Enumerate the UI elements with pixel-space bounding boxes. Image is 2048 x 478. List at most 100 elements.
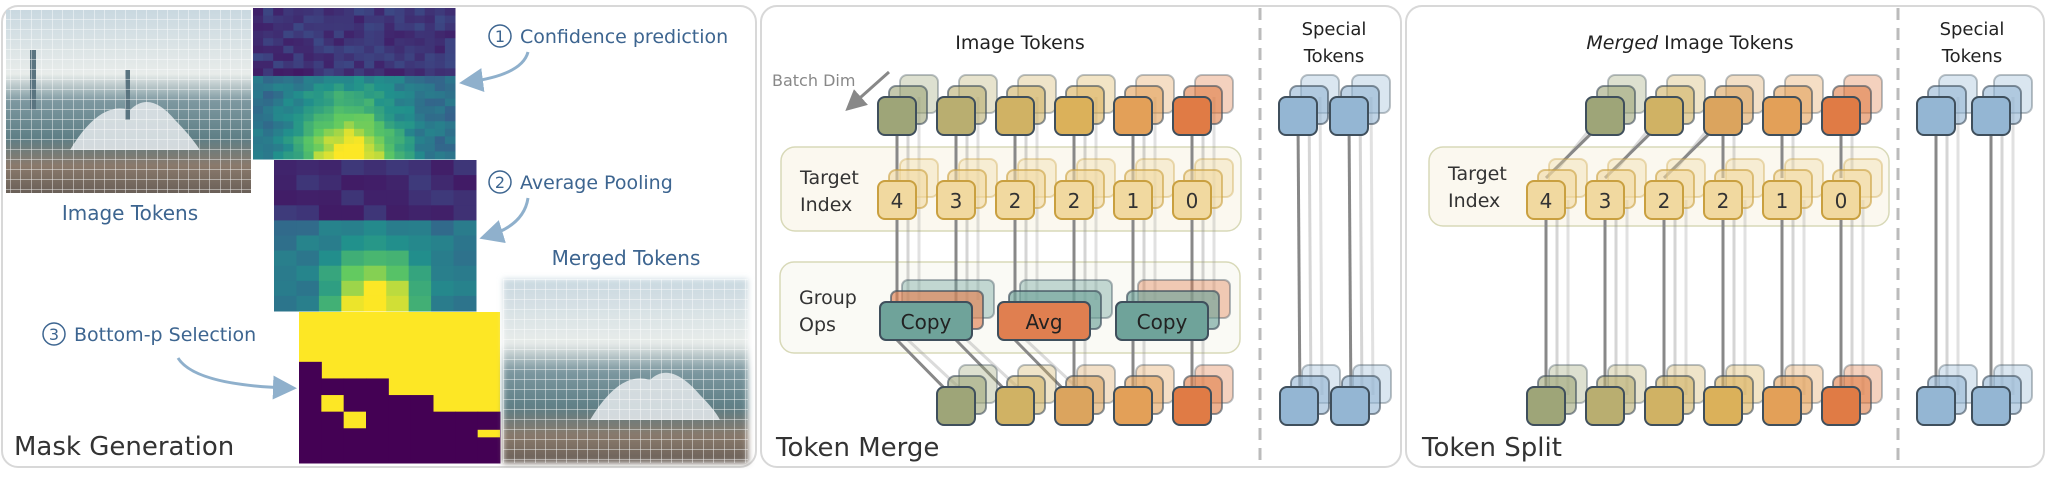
heatmap-cell	[274, 280, 297, 297]
heatmap-cell	[374, 30, 385, 39]
heatmap-cell	[424, 30, 436, 39]
heatmap-cell	[318, 280, 342, 297]
heatmap-cell	[303, 136, 315, 145]
heatmap-cell	[431, 205, 455, 221]
heatmap-cell	[364, 128, 375, 137]
heatmap-cell	[293, 151, 304, 160]
heatmap-cell	[313, 15, 325, 24]
target-index-tile	[1821, 180, 1861, 220]
heatmap-cell	[414, 121, 426, 130]
heatmap-cell	[404, 128, 416, 137]
heatmap-cell	[323, 91, 335, 100]
heatmap-cell	[323, 8, 335, 17]
heatmap-cell	[293, 98, 304, 107]
heatmap-cell	[453, 205, 477, 221]
heatmap-cell	[293, 38, 304, 47]
heatmap-cell	[323, 60, 335, 69]
heatmap-cell	[384, 30, 395, 39]
special-token	[1971, 96, 2011, 136]
heatmap-cell	[414, 45, 426, 54]
target-index-tile-label: 4	[891, 189, 904, 213]
heatmap-cell	[444, 68, 456, 77]
special-token	[1971, 386, 2011, 426]
heatmap-cell	[444, 30, 456, 39]
heatmap-cell	[263, 75, 274, 84]
merged-image-token	[1821, 96, 1861, 136]
heatmap-cell	[424, 53, 436, 62]
heatmap-cell	[444, 128, 456, 137]
heatmap-cell	[386, 220, 410, 236]
heatmap-cell	[343, 128, 355, 137]
heatmap-cell	[408, 295, 432, 312]
target-index-tile	[1762, 180, 1802, 220]
special-tokens-heading: Special	[1302, 19, 1367, 40]
connector-line	[1307, 96, 1313, 401]
heatmap-cell	[333, 128, 345, 137]
image-tokens-heading: Image Tokens	[955, 32, 1085, 54]
heatmap-cell	[263, 121, 274, 130]
heatmap-cell	[313, 23, 325, 32]
heatmap-cell	[354, 121, 365, 130]
special-token	[1329, 96, 1369, 136]
heatmap-cell	[404, 8, 416, 17]
merged-image-token	[1172, 386, 1212, 426]
batch-dim-label: Batch Dim	[772, 71, 855, 90]
heatmap-cell	[364, 91, 375, 100]
heatmap-cell	[408, 190, 432, 206]
mask-selected	[343, 411, 366, 429]
heatmap-cell	[404, 91, 416, 100]
heatmap-cell	[414, 68, 426, 77]
heatmap-cell	[343, 75, 355, 84]
svg-text:Average Pooling: Average Pooling	[520, 172, 673, 194]
heatmap-cell	[386, 190, 410, 206]
heatmap-cell	[341, 190, 365, 206]
heatmap-cell	[253, 121, 264, 130]
heatmap-cell	[354, 98, 365, 107]
heatmap-cell	[431, 295, 455, 312]
svg-text:Confidence prediction: Confidence prediction	[520, 26, 728, 48]
heatmap-cell	[364, 23, 375, 32]
heatmap-cell	[363, 190, 387, 206]
heatmap-cell	[323, 98, 335, 107]
heatmap-cell	[434, 83, 446, 92]
heatmap-cell	[303, 15, 315, 24]
heatmap-cell	[374, 151, 385, 160]
heatmap-cell	[384, 38, 395, 47]
heatmap-cell	[384, 8, 395, 17]
heatmap-cell	[318, 190, 342, 206]
heatmap-cell	[313, 143, 325, 152]
heatmap-cell	[363, 280, 387, 297]
heatmap-cell	[283, 23, 294, 32]
heatmap-cell	[434, 60, 446, 69]
heatmap-cell	[296, 280, 320, 297]
heatmap-cell	[341, 175, 365, 191]
heatmap-cell	[394, 68, 405, 77]
group-op-avg	[997, 301, 1091, 341]
heatmap-cell	[384, 98, 395, 107]
heatmap-cell	[273, 53, 284, 62]
heatmap-cell	[323, 75, 335, 84]
heatmap-cell	[273, 91, 284, 100]
heatmap-cell	[431, 175, 455, 191]
heatmap-cell	[434, 23, 446, 32]
heatmap-cell	[394, 98, 405, 107]
heatmap-cell	[374, 23, 385, 32]
heatmap-cell	[404, 60, 416, 69]
mask-unselected	[321, 378, 345, 464]
mask-generation-panel	[1, 5, 757, 468]
heatmap-cell	[374, 53, 385, 62]
heatmap-cell	[424, 38, 436, 47]
heatmap-cell	[333, 113, 345, 122]
heatmap-cell	[434, 136, 446, 145]
heatmap-cell	[283, 45, 294, 54]
heatmap-cell	[408, 160, 432, 176]
heatmap-cell	[341, 280, 365, 297]
heatmap-cell	[303, 38, 315, 47]
heatmap-cell	[283, 38, 294, 47]
heatmap-cell	[394, 38, 405, 47]
heatmap-cell	[343, 106, 355, 115]
heatmap-cell	[293, 91, 304, 100]
connector-line	[1318, 96, 1324, 396]
heatmap-cell	[453, 250, 477, 267]
heatmap-cell	[354, 136, 365, 145]
